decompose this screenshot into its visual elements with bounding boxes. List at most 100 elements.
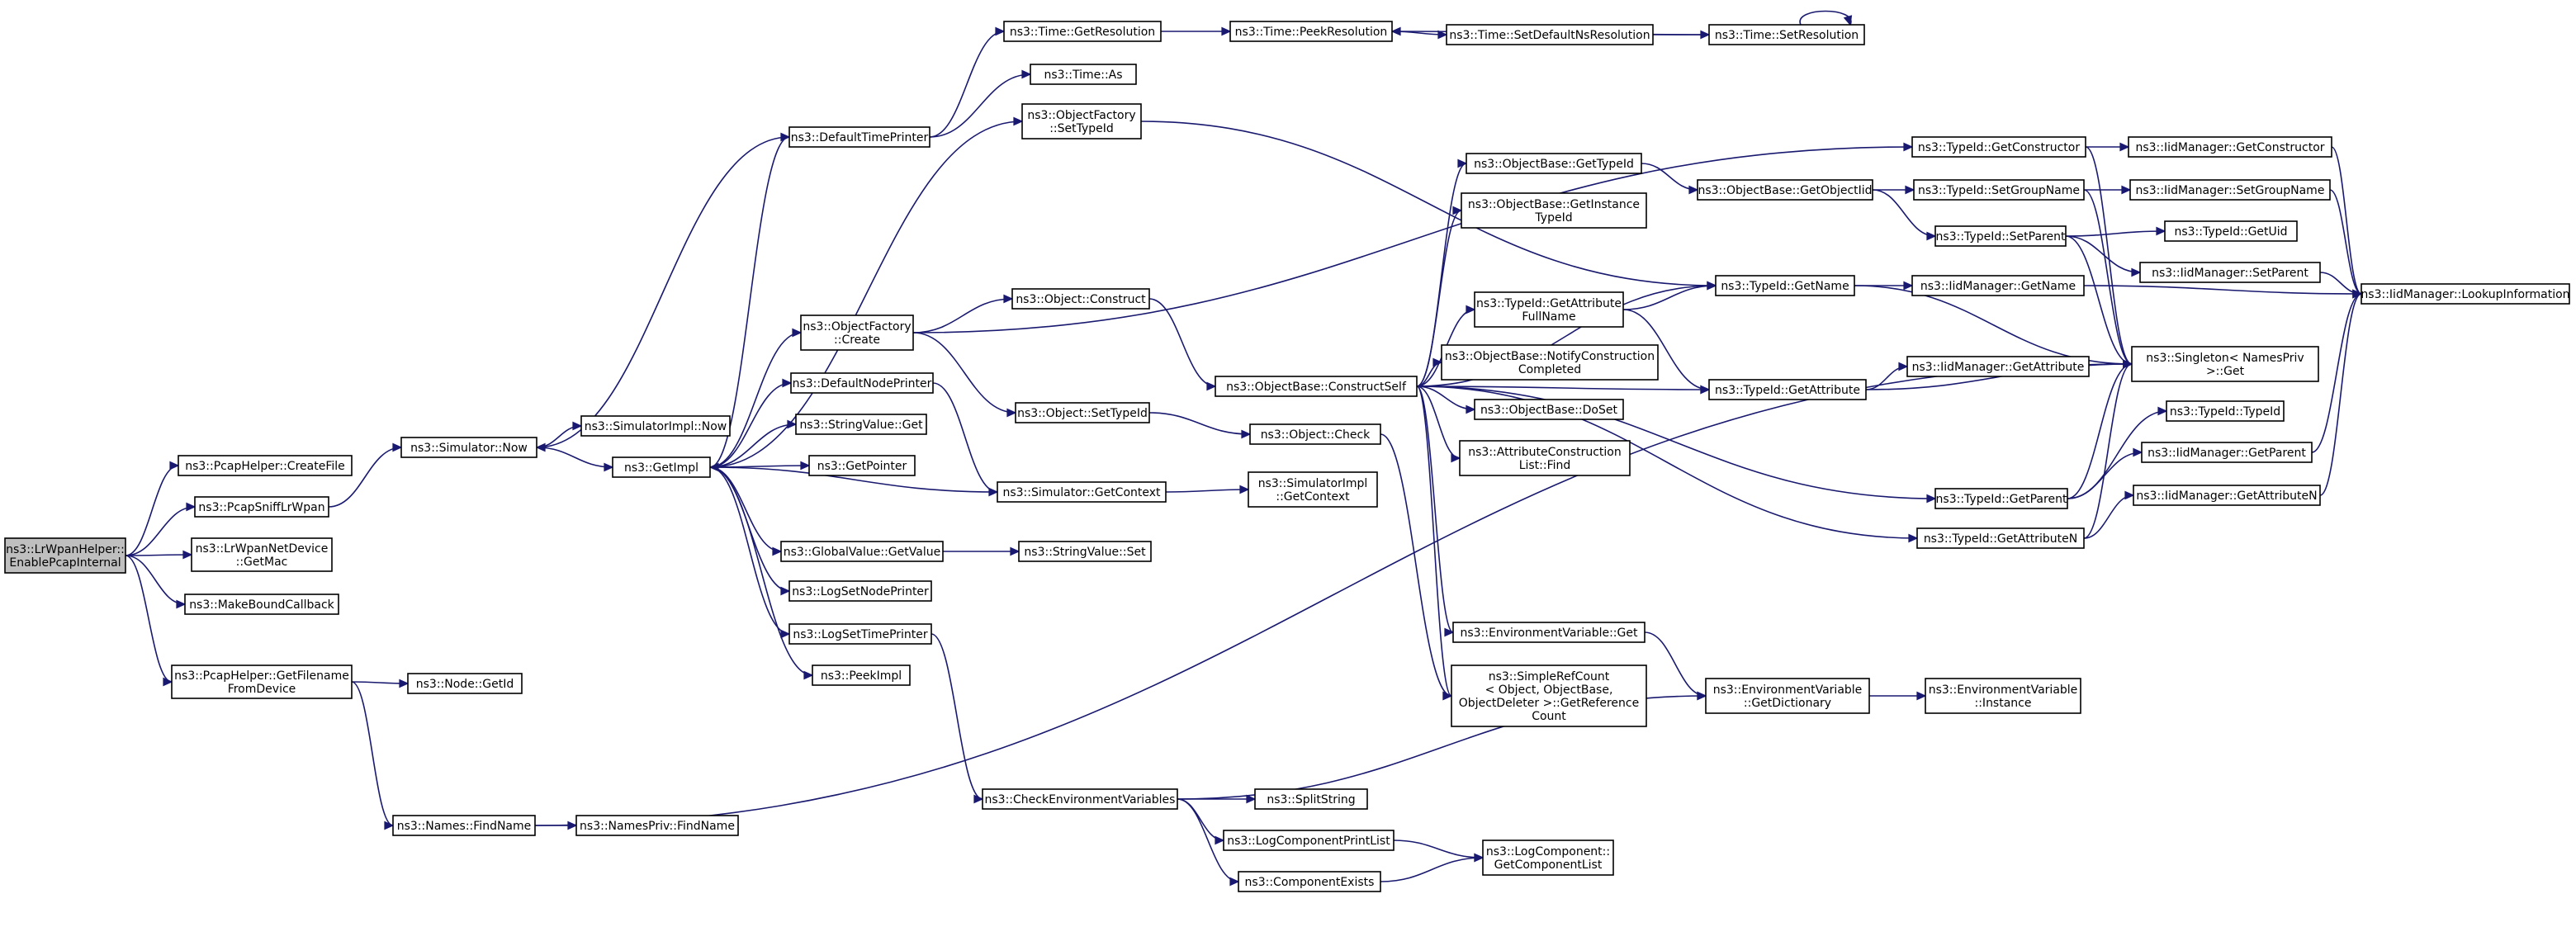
edge-arrowhead	[1206, 381, 1217, 391]
graph-node-iidSetGroup[interactable]: ns3::IidManager::SetGroupName	[2129, 179, 2331, 201]
graph-node-box	[1021, 103, 1142, 140]
graph-node-iidGetParent[interactable]: ns3::IidManager::GetParent	[2141, 442, 2313, 463]
graph-node-sniff[interactable]: ns3::PcapSniffLrWpan	[194, 496, 329, 518]
edge-line	[351, 681, 394, 826]
edge-arrowhead	[995, 26, 1006, 36]
edge-arrowhead	[186, 502, 197, 512]
graph-node-box	[2133, 485, 2321, 506]
graph-node-obDoSet[interactable]: ns3::ObjectBase::DoSet	[1474, 399, 1624, 420]
graph-node-tidGetName[interactable]: ns3::TypeId::GetName	[1715, 275, 1855, 296]
graph-node-label: GetComponentList	[1494, 858, 1603, 872]
graph-node-simImplGetCtx[interactable]: ns3::SimulatorImpl::GetContext	[1248, 471, 1378, 508]
graph-node-envGetDict[interactable]: ns3::EnvironmentVariable::GetDictionary	[1705, 678, 1870, 714]
graph-node-compExists[interactable]: ns3::ComponentExists	[1238, 871, 1381, 892]
graph-node-label: ns3::EnvironmentVariable	[1713, 683, 1863, 697]
graph-node-srcGetRef[interactable]: ns3::SimpleRefCount< Object, ObjectBase,…	[1451, 665, 1647, 727]
graph-node-objSetTypeId[interactable]: ns3::Object::SetTypeId	[1015, 402, 1150, 423]
graph-node-label: ns3::ObjectBase::GetObjectIid	[1698, 184, 1872, 197]
graph-node-iidGetCtor[interactable]: ns3::IidManager::GetConstructor	[2128, 136, 2332, 158]
graph-node-singletonGet[interactable]: ns3::Singleton< NamesPriv >::Get	[2131, 346, 2319, 382]
graph-node-box	[808, 455, 916, 476]
graph-node-namesPrivFind[interactable]: ns3::NamesPriv::FindName	[575, 815, 739, 836]
graph-node-simNow[interactable]: ns3::Simulator::Now	[400, 437, 537, 458]
graph-edge-gvGet-to-svSet	[943, 546, 1020, 556]
graph-node-svSet[interactable]: ns3::StringValue::Set	[1018, 541, 1152, 562]
graph-node-peekRes[interactable]: ns3::Time::PeekResolution	[1229, 21, 1393, 42]
graph-node-timeAs[interactable]: ns3::Time::As	[1030, 64, 1137, 85]
graph-node-label: ns3::IidManager::LookupInformation	[2361, 288, 2569, 301]
edge-arrowhead	[1843, 15, 1853, 26]
graph-node-cs[interactable]: ns3::ObjectBase::ConstructSelf	[1215, 376, 1418, 397]
graph-node-label: ns3::ObjectBase::GetTypeId	[1474, 158, 1634, 171]
graph-node-iidGetAttr[interactable]: ns3::IidManager::GetAttribute	[1906, 356, 2090, 377]
edge-line	[932, 382, 998, 493]
graph-node-dtp[interactable]: ns3::DefaultTimePrinter	[788, 126, 930, 148]
graph-node-getMac[interactable]: ns3::LrWpanNetDevice::GetMac	[191, 537, 333, 572]
graph-node-tidGetParent[interactable]: ns3::TypeId::GetParent	[1934, 488, 2068, 509]
graph-node-tidTypeId[interactable]: ns3::TypeId::TypeId	[2166, 400, 2285, 422]
graph-node-dnp[interactable]: ns3::DefaultNodePrinter	[790, 372, 934, 394]
graph-node-createFile[interactable]: ns3::PcapHelper::CreateFile	[178, 455, 353, 476]
graph-node-box	[1249, 423, 1381, 445]
graph-node-tidGetUid[interactable]: ns3::TypeId::GetUid	[2164, 220, 2298, 242]
graph-node-root[interactable]: ns3::LrWpanHelper::EnablePcapInternal	[4, 537, 126, 574]
edge-arrowhead	[772, 546, 783, 556]
edge-line	[1416, 385, 1461, 459]
graph-node-gvGet[interactable]: ns3::GlobalValue::GetValue	[780, 541, 944, 562]
graph-node-label: ns3::TypeId::GetParent	[1936, 493, 2067, 506]
graph-node-tidGetAttr[interactable]: ns3::TypeId::GetAttribute	[1708, 379, 1867, 400]
graph-node-getPointer[interactable]: ns3::GetPointer	[808, 455, 916, 476]
graph-node-simGetCtx[interactable]: ns3::Simulator::GetContext	[997, 481, 1167, 503]
graph-edge-cs-to-tidGetAttrN	[1416, 385, 1919, 543]
graph-node-obNotify[interactable]: ns3::ObjectBase::NotifyConstructionCompl…	[1441, 344, 1659, 381]
graph-node-nodeGetId[interactable]: ns3::Node::GetId	[407, 673, 523, 694]
graph-node-obGetTypeId[interactable]: ns3::ObjectBase::GetTypeId	[1466, 153, 1642, 174]
graph-node-setDefNs[interactable]: ns3::Time::SetDefaultNsResolution	[1446, 24, 1654, 45]
graph-node-tidSetParent[interactable]: ns3::TypeId::SetParent	[1934, 225, 2067, 247]
graph-node-namesFind[interactable]: ns3::Names::FindName	[392, 815, 536, 836]
graph-node-objConstruct[interactable]: ns3::Object::Construct	[1011, 288, 1150, 310]
graph-node-logSetNode[interactable]: ns3::LogSetNodePrinter	[788, 580, 932, 602]
graph-node-envInstance[interactable]: ns3::EnvironmentVariable::Instance	[1925, 678, 2081, 714]
graph-node-label: ns3::AttributeConstruction	[1468, 446, 1621, 459]
graph-node-iidSetParent[interactable]: ns3::IidManager::SetParent	[2139, 262, 2321, 283]
graph-node-label: ns3::GetPointer	[817, 460, 907, 473]
graph-edge-tidSetParent-to-iidSetParent	[2065, 235, 2142, 277]
graph-node-box	[2361, 283, 2570, 305]
graph-node-objCheck[interactable]: ns3::Object::Check	[1249, 423, 1381, 445]
graph-node-ofSetTypeId[interactable]: ns3::ObjectFactory::SetTypeId	[1021, 103, 1142, 140]
graph-node-splitString[interactable]: ns3::SplitString	[1254, 788, 1368, 810]
edge-line	[2331, 146, 2362, 295]
graph-node-tidGetCtor[interactable]: ns3::TypeId::GetConstructor	[1911, 136, 2086, 158]
graph-node-setRes[interactable]: ns3::Time::SetResolution	[1708, 24, 1865, 45]
graph-node-obGetObjTid[interactable]: ns3::ObjectBase::GetObjectIid	[1697, 179, 1873, 201]
graph-node-logSetTime[interactable]: ns3::LogSetTimePrinter	[788, 623, 932, 645]
graph-node-mbc[interactable]: ns3::MakeBoundCallback	[184, 594, 339, 615]
graph-node-timeGetRes[interactable]: ns3::Time::GetResolution	[1003, 21, 1162, 42]
graph-node-iidGetName[interactable]: ns3::IidManager::GetName	[1911, 275, 2085, 296]
graph-node-box	[1911, 136, 2086, 158]
graph-node-tidGetAttrN[interactable]: ns3::TypeId::GetAttributeN	[1916, 527, 2085, 549]
graph-node-label: ns3::Time::GetResolution	[1010, 26, 1155, 39]
graph-node-box	[1708, 379, 1867, 400]
graph-node-lcPrintList[interactable]: ns3::LogComponentPrintList	[1223, 830, 1395, 851]
graph-node-lcGetList[interactable]: ns3::LogComponent::GetComponentList	[1482, 840, 1614, 876]
graph-node-simImplNow[interactable]: ns3::SimulatorImpl::Now	[580, 415, 731, 437]
graph-node-box	[1913, 179, 2085, 201]
graph-node-iidGetAttrN[interactable]: ns3::IidManager::GetAttributeN	[2133, 485, 2321, 506]
graph-node-envGet[interactable]: ns3::EnvironmentVariable::Get	[1452, 622, 1646, 643]
graph-node-ofCreate[interactable]: ns3::ObjectFactory::Create	[800, 315, 914, 351]
graph-node-tidSetGroup[interactable]: ns3::TypeId::SetGroupName	[1913, 179, 2085, 201]
graph-node-svGet[interactable]: ns3::StringValue::Get	[795, 414, 927, 435]
graph-node-label: ns3::TypeId::SetParent	[1936, 230, 2066, 244]
graph-node-peekImpl[interactable]: ns3::PeekImpl	[812, 665, 911, 686]
graph-node-checkEnv[interactable]: ns3::CheckEnvironmentVariables	[982, 788, 1178, 810]
edge-arrowhead	[792, 328, 803, 338]
graph-node-label: ns3::LrWpanHelper::	[6, 543, 125, 556]
graph-node-iidLookup[interactable]: ns3::IidManager::LookupInformation	[2361, 283, 2570, 305]
graph-node-getImpl[interactable]: ns3::GetImpl	[612, 456, 711, 478]
